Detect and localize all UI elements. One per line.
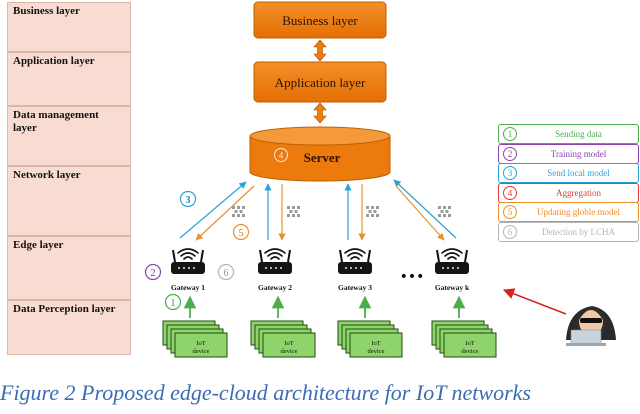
double-arrow-application-server	[313, 102, 327, 124]
iot-device-card	[349, 332, 403, 358]
step-3-number: 3	[186, 195, 191, 206]
link-up-gateway-k	[393, 179, 457, 239]
layer-label: Edge layer	[13, 239, 64, 251]
layer-label: Business layer	[13, 5, 80, 17]
gateway-router-2: Gateway 2	[258, 248, 292, 292]
legend-label: Updating globle model	[537, 207, 620, 217]
step-1-marker: 1	[164, 293, 182, 311]
legend-item: 4 Aggregation	[498, 182, 639, 203]
layer-application: Application layer	[7, 52, 131, 106]
gateway-label: Gateway 3	[338, 283, 372, 292]
step-1-number: 1	[171, 298, 176, 309]
layer-label: Data management layer	[13, 109, 99, 134]
legend-step-number: 4	[503, 185, 517, 200]
application-layer-box: Application layer	[253, 61, 387, 103]
legend-label: Training model	[550, 148, 607, 159]
link-up-gateway-1	[179, 181, 247, 239]
server-step-4-circle	[274, 148, 288, 162]
iot-device-label: device	[193, 348, 210, 355]
legend-step-number: 5	[503, 205, 517, 219]
server-cylinder: 4 Server	[249, 126, 391, 182]
step-6-marker: 6	[217, 263, 235, 281]
gateway-label: Gateway 2	[258, 283, 292, 292]
legend-label: Send local model	[547, 168, 610, 178]
layer-label: Network layer	[13, 169, 81, 181]
link-down-gateway-1	[195, 185, 255, 241]
model-grid-icon	[287, 206, 300, 217]
double-arrow-business-application	[313, 39, 327, 62]
step-5-marker: 5	[232, 223, 250, 241]
gateway-label: Gateway k	[435, 283, 470, 292]
layer-data-perception: Data Perception layer	[7, 300, 131, 355]
layer-business: Business layer	[7, 2, 131, 52]
figure-caption: Figure 2 Proposed edge-cloud architectur…	[0, 380, 531, 405]
business-layer-label: Business layer	[282, 13, 358, 28]
iot-device-label: IoT	[196, 340, 205, 347]
step-5-number: 5	[239, 228, 244, 239]
iot-device-card	[443, 332, 497, 358]
iot-device-label: IoT	[284, 340, 293, 347]
legend-step-number: 2	[503, 146, 517, 161]
step-2-marker: 2	[144, 263, 162, 281]
model-grid-icon	[366, 206, 379, 217]
iot-device-label: IoT	[465, 340, 474, 347]
legend-label: Detection by LCHA	[542, 226, 615, 237]
iot-device-label: IoT	[371, 340, 380, 347]
network-links	[179, 179, 457, 241]
legend-item: 3 Send local model	[498, 163, 639, 183]
gateway-router-1: Gateway 1	[171, 248, 205, 292]
step-2-number: 2	[151, 268, 156, 279]
wifi-icon	[344, 248, 366, 260]
legend-item: 5 Updating globle model	[498, 202, 639, 222]
iot-device-label: device	[462, 348, 479, 355]
legend-label: Aggregation	[556, 187, 601, 198]
legend-item: 1 Sending data	[498, 124, 639, 144]
legend-item: 2 Training model	[498, 143, 639, 164]
attack-arrow	[502, 288, 567, 315]
application-layer-label: Application layer	[275, 75, 366, 90]
server-step-4-number: 4	[279, 151, 284, 161]
hacker-icon	[566, 306, 616, 346]
model-grid-icons	[232, 206, 451, 217]
iot-device-label: device	[281, 348, 298, 355]
layer-label: Data Perception layer	[13, 303, 116, 315]
wifi-icon	[264, 248, 286, 260]
legend-item: 6 Detection by LCHA	[498, 221, 639, 242]
server-label: Server	[304, 150, 341, 165]
model-grid-icon	[438, 206, 451, 217]
model-grid-icon	[232, 206, 245, 217]
gateway-ellipsis: •••	[400, 269, 425, 285]
iot-device-card	[262, 332, 316, 358]
business-layer-box: Business layer	[253, 1, 387, 39]
legend-step-number: 6	[503, 224, 517, 239]
step-3-marker: 3	[179, 190, 197, 208]
layer-label: Application layer	[13, 55, 95, 67]
gateways: Gateway 1 Gateway 2 Gateway 3 Gateway k	[171, 248, 470, 292]
legend-label: Sending data	[555, 129, 602, 139]
layer-edge: Edge layer	[7, 236, 131, 300]
layer-network: Network layer	[7, 166, 131, 236]
gateway-label: Gateway 1	[171, 283, 205, 292]
legend-step-number: 1	[503, 127, 517, 141]
wifi-icon	[441, 248, 463, 260]
wifi-icon	[177, 248, 199, 260]
legend-step-number: 3	[503, 166, 517, 180]
link-down-gateway-k	[395, 185, 445, 241]
gateway-router-3: Gateway 3	[338, 248, 372, 292]
iot-device-card	[174, 332, 228, 358]
gateway-router-4: Gateway k	[435, 248, 470, 292]
layer-data-management: Data management layer	[7, 106, 131, 166]
iot-device-label: device	[368, 348, 385, 355]
step-6-number: 6	[224, 268, 229, 279]
